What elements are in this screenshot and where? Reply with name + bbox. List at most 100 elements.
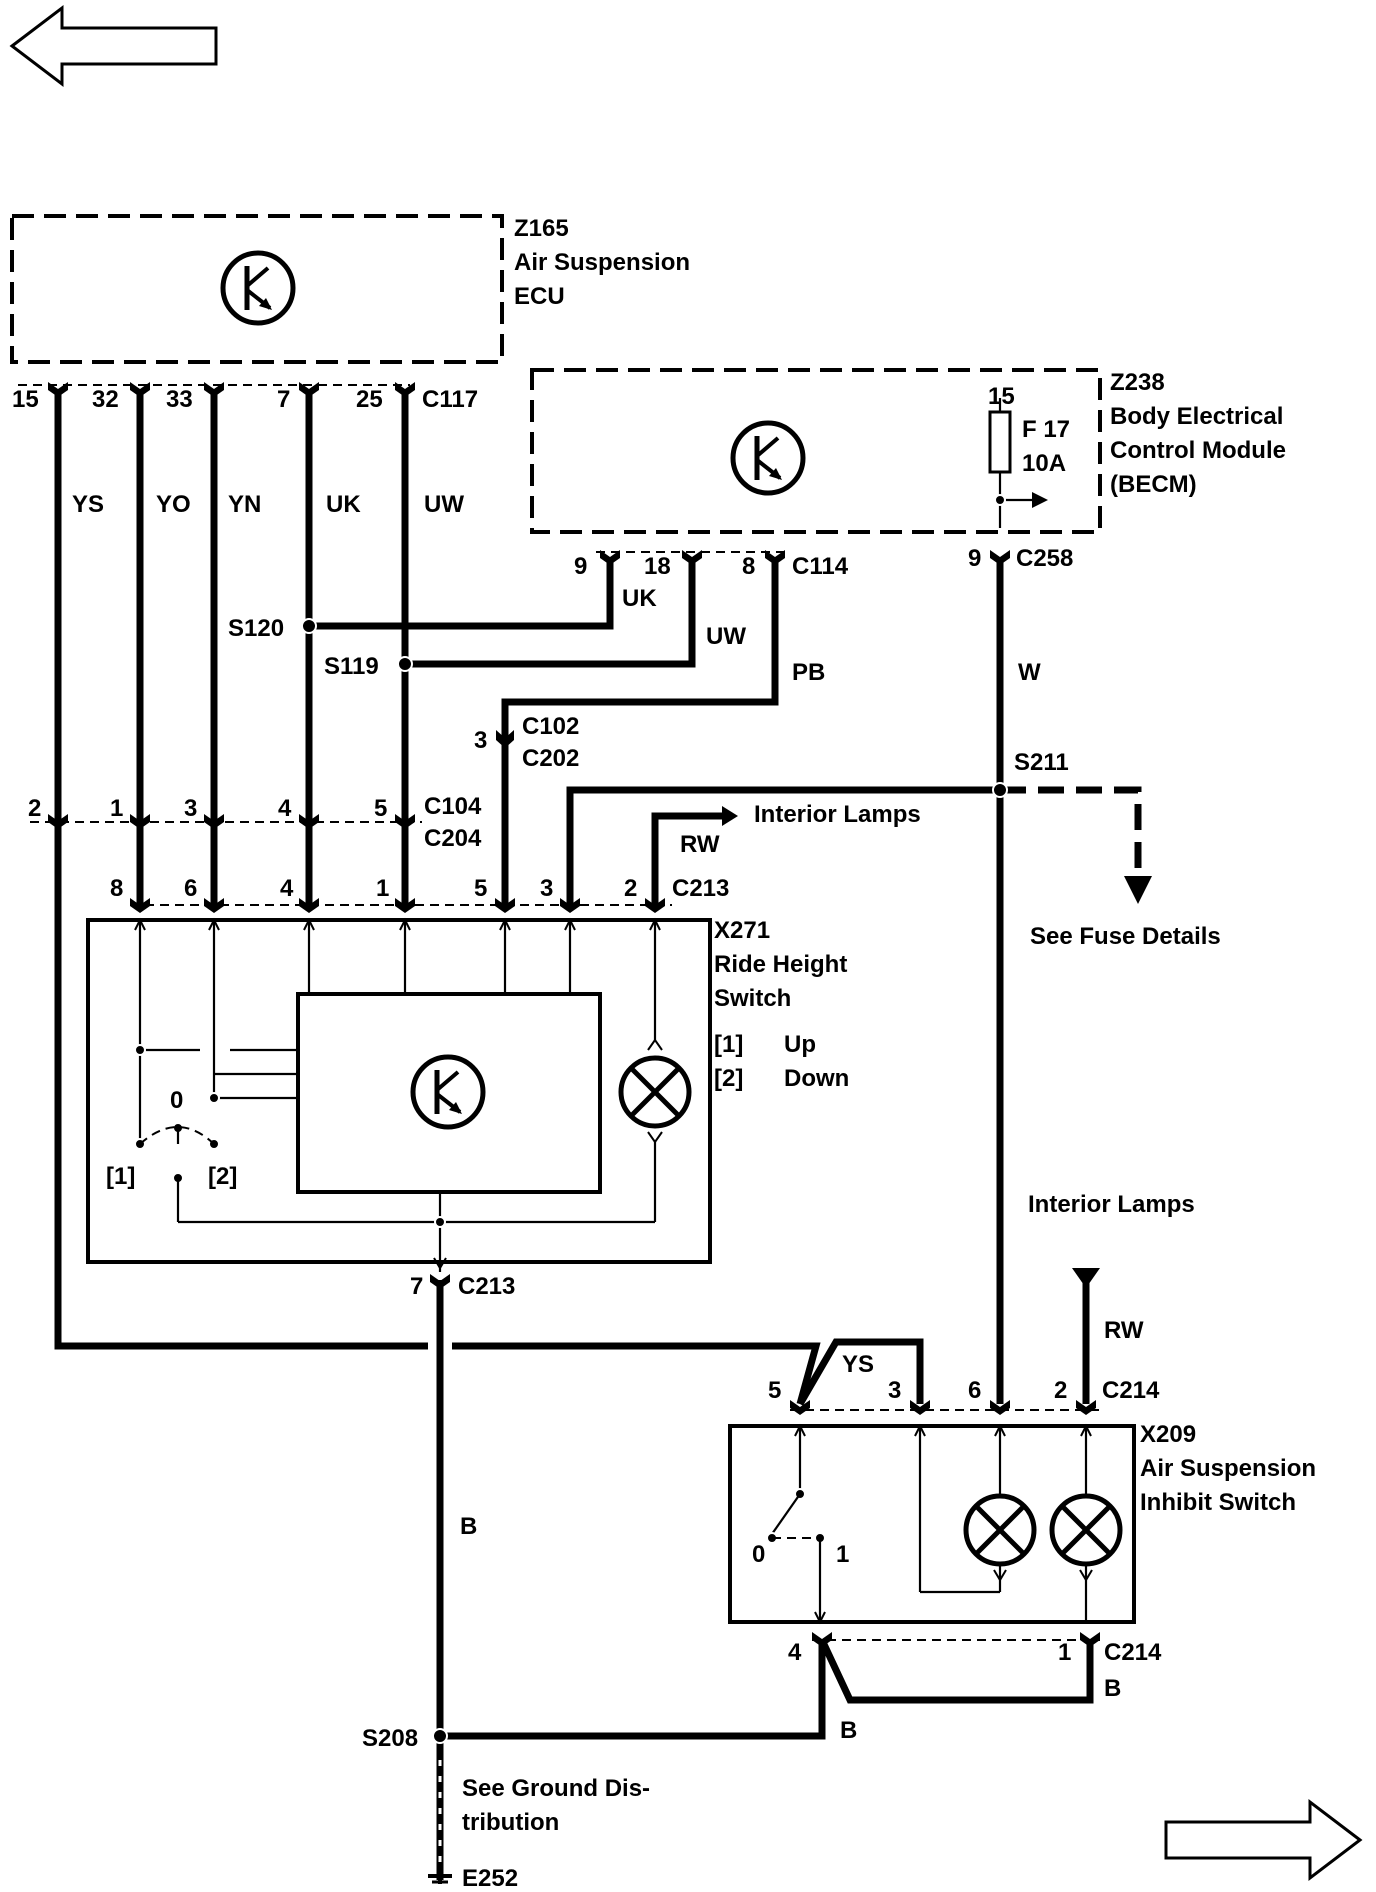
transistor-icon: [730, 420, 806, 496]
connector-c102: 3 C102 C202: [474, 713, 579, 772]
wire-ys-2: YS: [842, 1351, 874, 1378]
c213-pin-3: 3: [540, 875, 553, 902]
fuse-rating: 10A: [1022, 450, 1066, 477]
c214-pin-2: 2: [1054, 1377, 1067, 1404]
connector-c214-bottom: 4 1 C214: [788, 1632, 1162, 1666]
splice-s208: S208: [362, 1725, 418, 1752]
z165-id: Z165: [514, 215, 569, 242]
note-interior-lamps-2: Interior Lamps: [1028, 1191, 1195, 1218]
c213-pin-2: 2: [624, 875, 637, 902]
c104-pin-4: 4: [278, 795, 292, 822]
c213-pin-1: 1: [376, 875, 389, 902]
arrow-right-icon[interactable]: [1164, 1798, 1363, 1882]
z165-name-2: ECU: [514, 283, 565, 310]
note-fuse-details: See Fuse Details: [1030, 923, 1221, 950]
wire-rw-2: RW: [1104, 1317, 1144, 1344]
x271-pos-0: 0: [170, 1087, 183, 1114]
c214-label-bottom: C214: [1104, 1639, 1162, 1666]
lamp-icon: [618, 1038, 692, 1144]
c213-pin-6: 6: [184, 875, 197, 902]
x209-pos-0: 0: [752, 1541, 765, 1568]
ground-e252: E252: [428, 1865, 518, 1892]
c213-pin-8: 8: [110, 875, 123, 902]
connector-c213-top: 8 6 4 1 5 3 2 C213: [110, 875, 729, 913]
transistor-icon: [410, 1054, 486, 1130]
wire-b-3: B: [840, 1717, 857, 1744]
z238-id: Z238: [1110, 369, 1165, 396]
c213-label-top: C213: [672, 875, 729, 902]
c104-pin-1: 1: [110, 795, 123, 822]
rw-source-arrow-icon: [1072, 1268, 1100, 1288]
x209-name-2: Inhibit Switch: [1140, 1489, 1296, 1516]
lamp-icon: [1049, 1493, 1123, 1567]
transistor-icon: [220, 250, 296, 326]
c258-pin-9: 9: [968, 545, 981, 572]
splice-s119: S119: [324, 653, 379, 680]
splice-s211: S211: [1014, 749, 1069, 776]
fuse-icon: [988, 410, 1012, 474]
wire-yo: YO: [156, 491, 191, 518]
wire-yn: YN: [228, 491, 261, 518]
c104-pin-5: 5: [374, 795, 387, 822]
ride-height-switch-x271: 0 [1] [2] X271 Ride Height Switch [1] Up…: [86, 917, 849, 1272]
c114-pin-9: 9: [574, 553, 587, 580]
c117-pin-15: 15: [12, 386, 39, 413]
c213-pin-5: 5: [474, 875, 487, 902]
ecu-z165: Z165 Air Suspension ECU: [10, 214, 690, 364]
x209-name-1: Air Suspension: [1140, 1455, 1316, 1482]
c102-pin-3: 3: [474, 727, 487, 754]
notes: Interior Lamps See Fuse Details Interior…: [462, 801, 1221, 1836]
connector-c117: 15 32 33 7 25 C117: [12, 382, 478, 413]
x209-pos-1: 1: [836, 1541, 849, 1568]
becm-z238: 15 F 17 10A Z238 Body Electrical Control…: [530, 368, 1286, 534]
c214-pin-4: 4: [788, 1639, 802, 1666]
interior-lamps-arrow-icon: [722, 806, 738, 826]
x271-opt2-val: Down: [784, 1065, 849, 1092]
fuse-name: F 17: [1022, 416, 1070, 443]
c117-label: C117: [422, 386, 478, 413]
wire-b-2: B: [1104, 1675, 1121, 1702]
connector-c213-bottom: 7 C213: [410, 1273, 515, 1300]
wire-pb: PB: [792, 659, 825, 686]
inhibit-switch-x209: 0 1 X209 Air Suspension Inhibit Switch: [728, 1421, 1316, 1625]
c117-pin-33: 33: [166, 386, 193, 413]
lamp-icon: [963, 1493, 1037, 1567]
x271-name-2: Switch: [714, 985, 791, 1012]
c213-pin-7: 7: [410, 1273, 423, 1300]
arrow-left-icon[interactable]: [9, 4, 218, 88]
fuse-details-arrow-icon: [1124, 876, 1152, 904]
wire-uk: UK: [326, 491, 361, 518]
c213-pin-4: 4: [280, 875, 294, 902]
splices: S120 S119 S211 S208: [228, 615, 1069, 1752]
c214-label-top: C214: [1102, 1377, 1160, 1404]
c202-label: C202: [522, 745, 579, 772]
c104-pin-2: 2: [28, 795, 41, 822]
c102-label: C102: [522, 713, 579, 740]
connector-c104: 2 1 3 4 5 C104 C204: [28, 793, 482, 852]
note-ground-dist-1: See Ground Dis-: [462, 1775, 650, 1802]
connector-c258: 9 C258: [968, 545, 1073, 572]
c214-pin-6: 6: [968, 1377, 981, 1404]
connector-c114: 9 18 8 C114: [574, 550, 849, 580]
z238-name-2: Control Module: [1110, 437, 1286, 464]
wire-w: W: [1018, 659, 1041, 686]
x271-opt1-key: [1]: [714, 1031, 743, 1058]
c114-pin-8: 8: [742, 553, 755, 580]
z238-name-1: Body Electrical: [1110, 403, 1283, 430]
c117-pin-32: 32: [92, 386, 119, 413]
c117-pin-25: 25: [356, 386, 383, 413]
c214-pin-3: 3: [888, 1377, 901, 1404]
c114-label: C114: [792, 553, 849, 580]
fuse-pin: 15: [988, 383, 1015, 410]
c104-label: C104: [424, 793, 482, 820]
wires: [54, 392, 1142, 1880]
ground-e252-label: E252: [462, 1865, 518, 1892]
c114-pin-18: 18: [644, 553, 671, 580]
wire-b-1: B: [460, 1513, 477, 1540]
wire-uw: UW: [424, 491, 464, 518]
wire-uw-2: UW: [706, 623, 746, 650]
wire-uk-2: UK: [622, 585, 657, 612]
c117-pin-7: 7: [277, 386, 290, 413]
z165-name-1: Air Suspension: [514, 249, 690, 276]
